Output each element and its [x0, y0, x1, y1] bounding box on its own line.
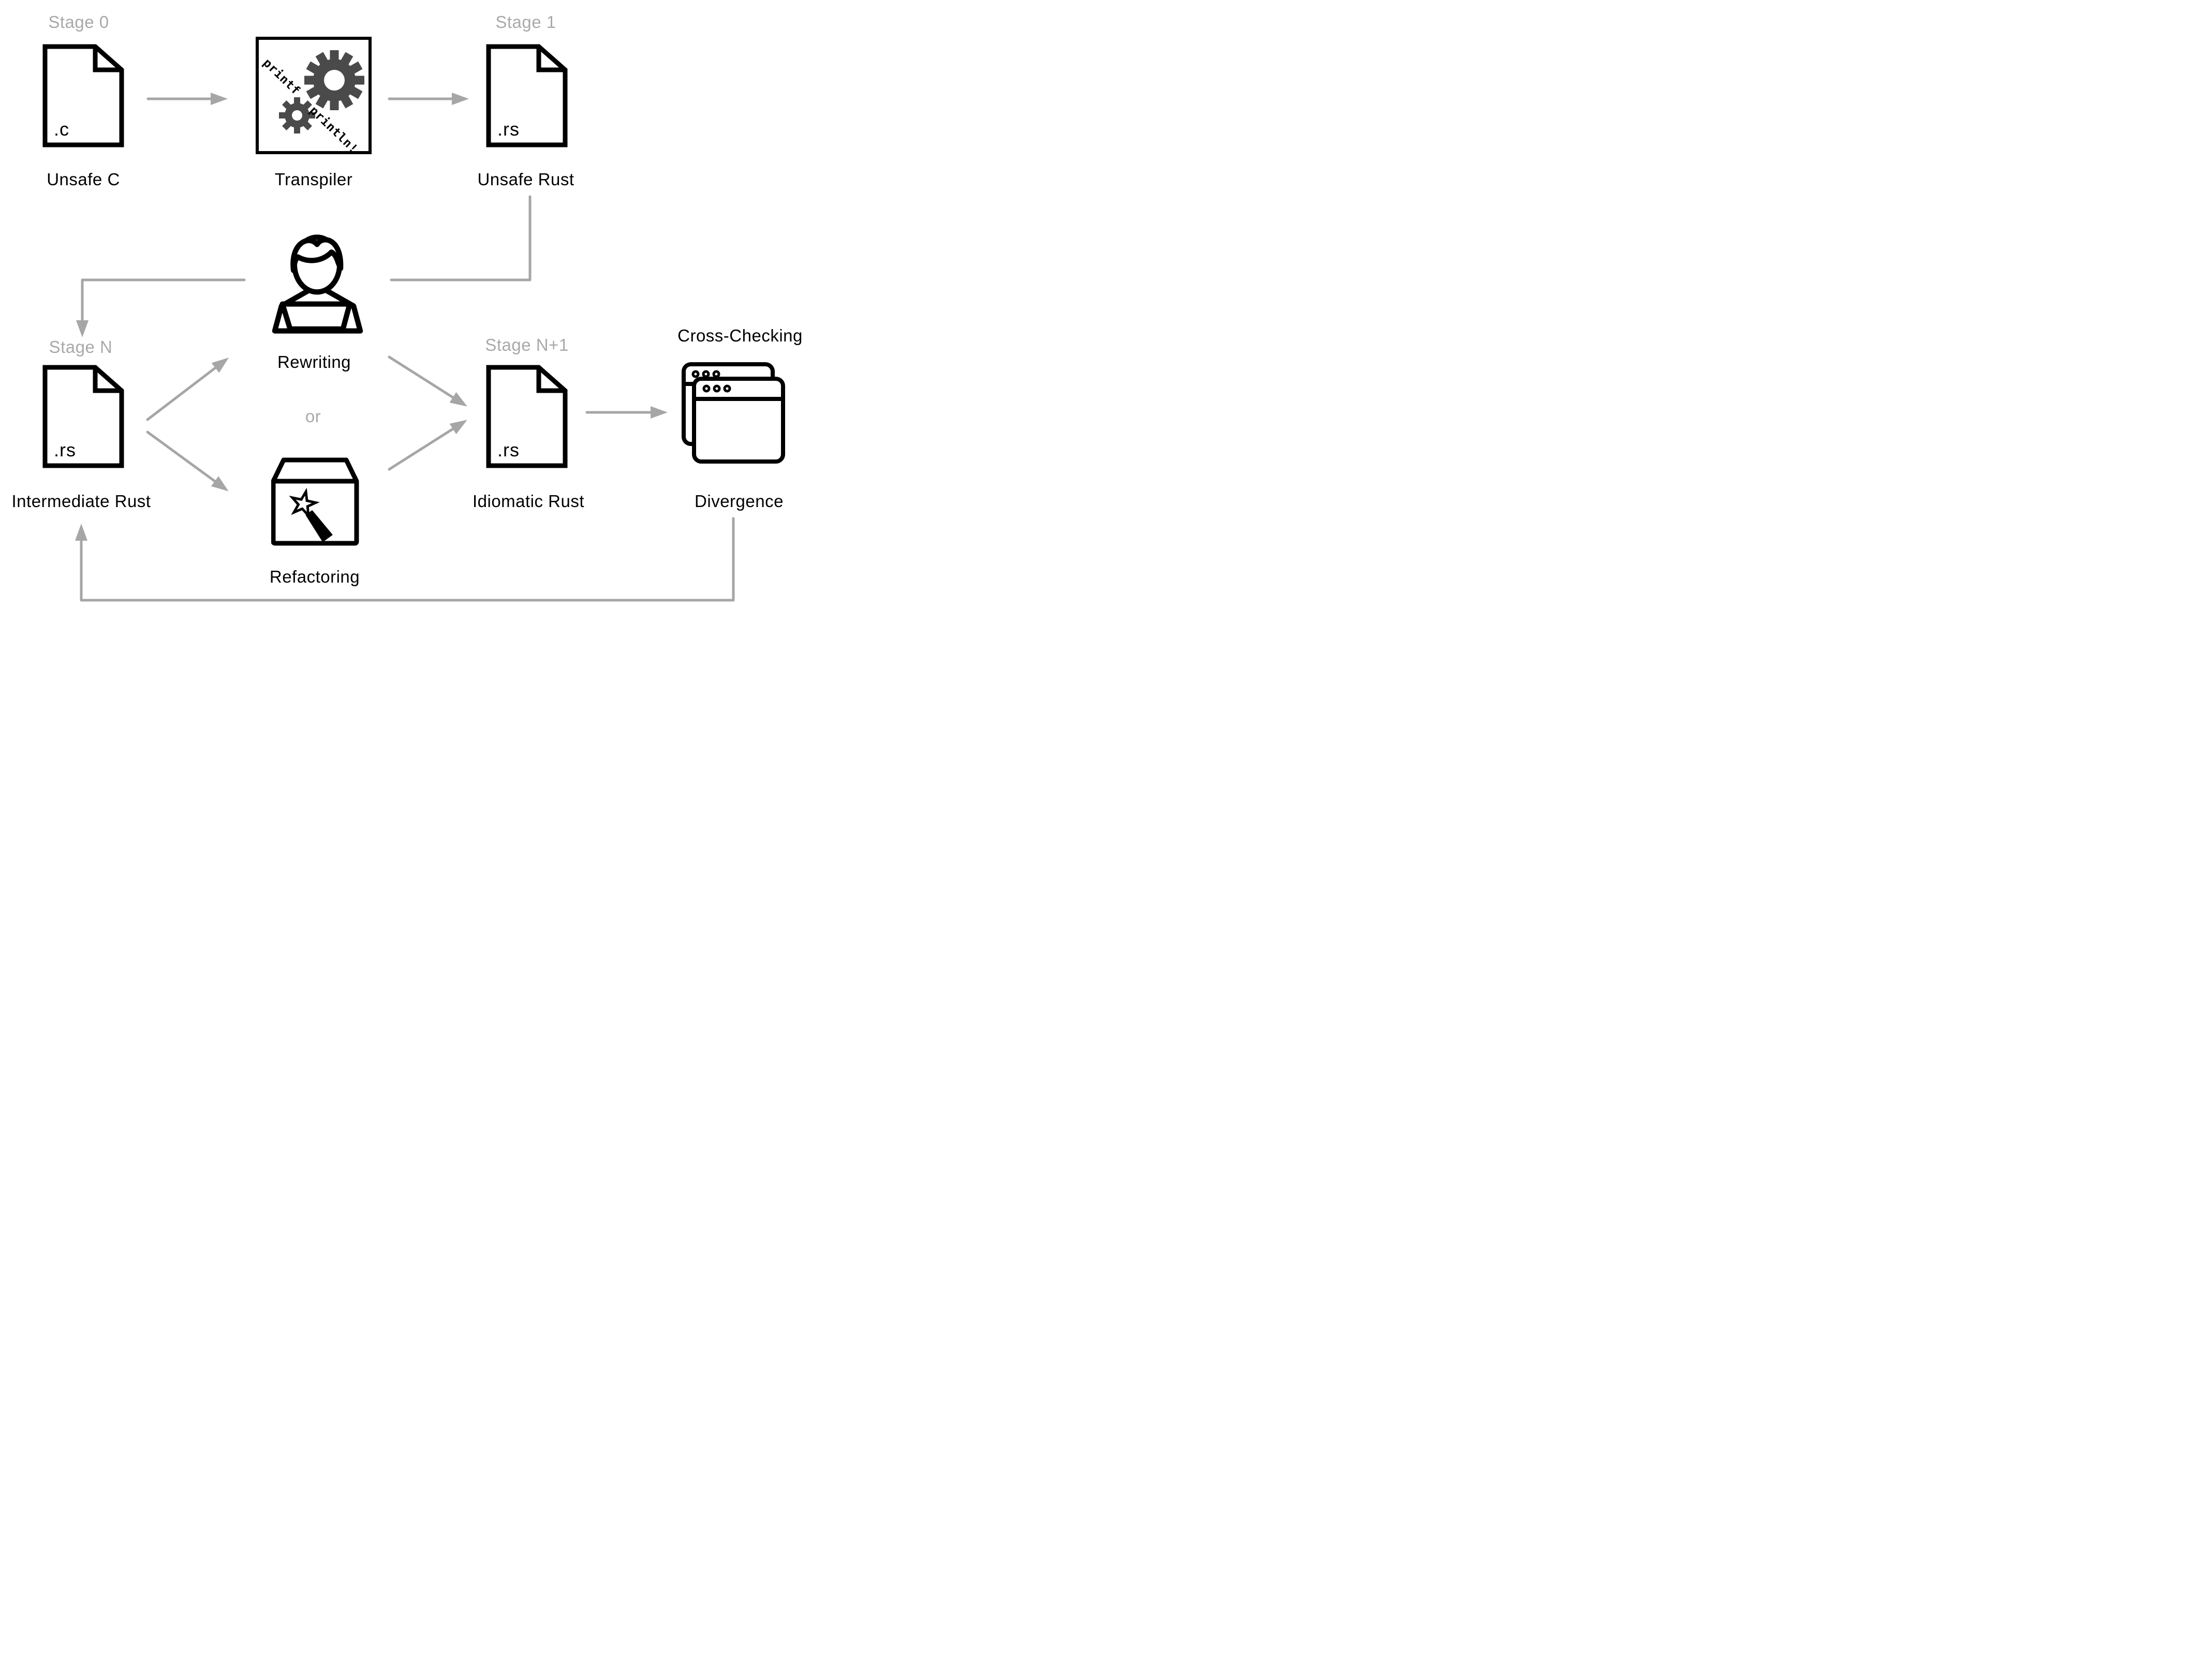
stage1-label: Stage 1 — [495, 12, 556, 32]
idiomatic-rust-label: Idiomatic Rust — [472, 492, 585, 511]
gears-icon — [279, 50, 364, 133]
stageN-label: Stage N — [49, 337, 113, 356]
windows-outline — [682, 362, 785, 464]
person-at-laptop-icon — [267, 234, 368, 335]
or-label: or — [305, 407, 321, 426]
person-outline — [272, 234, 363, 334]
rs-file-stageN-icon: .rs — [42, 365, 124, 468]
divergence-label: Divergence — [695, 492, 784, 511]
cross-checking-label: Cross-Checking — [677, 326, 803, 345]
rs-file-ext-label: .rs — [497, 439, 520, 460]
large-gear-icon — [304, 50, 364, 110]
diagram-canvas: Stage 0 Stage 1 Stage N Stage N+1 .c Uns… — [0, 0, 805, 605]
arrow-refactoring-to-idiomatic — [388, 420, 467, 471]
file-page-outline — [42, 365, 124, 468]
rewriting-label: Rewriting — [277, 352, 351, 372]
c-file-ext-label: .c — [54, 118, 70, 140]
unsafe-rust-label: Unsafe Rust — [477, 170, 574, 189]
stage0-label: Stage 0 — [48, 12, 109, 32]
magic-wand-box-icon — [271, 457, 359, 546]
line-unsaferust-to-rewriting — [390, 195, 532, 281]
rs-file-ext-label: .rs — [54, 439, 76, 460]
rs-file-stage1-icon: .rs — [486, 44, 568, 147]
arrow-divergence-feedback-loop — [75, 517, 735, 602]
arrow-rewriting-to-idiomatic — [388, 355, 467, 407]
arrow-rewriting-to-stageN — [76, 278, 246, 337]
rs-file-stageN1-icon: .rs — [486, 365, 568, 468]
rs-file-ext-label: .rs — [497, 118, 520, 140]
stageN1-label: Stage N+1 — [485, 335, 569, 354]
small-gear-icon — [279, 97, 315, 133]
arrow-intermediate-to-rewriting — [146, 357, 229, 421]
transpiler-icon: printf println! — [256, 37, 372, 156]
browser-windows-icon — [682, 362, 785, 464]
magic-wand-icon — [289, 487, 333, 542]
refactoring-box-outline — [271, 457, 359, 546]
connector-lines — [75, 93, 735, 602]
unsafe-c-label: Unsafe C — [47, 170, 120, 189]
arrow-intermediate-to-refactoring — [146, 430, 229, 492]
file-page-outline — [486, 365, 568, 468]
intermediate-rust-label: Intermediate Rust — [11, 492, 151, 511]
transpiler-label: Transpiler — [274, 170, 353, 189]
c-file-icon: .c — [42, 44, 124, 147]
file-page-outline — [486, 44, 568, 147]
file-page-outline — [42, 44, 124, 147]
refactoring-label: Refactoring — [269, 567, 360, 586]
